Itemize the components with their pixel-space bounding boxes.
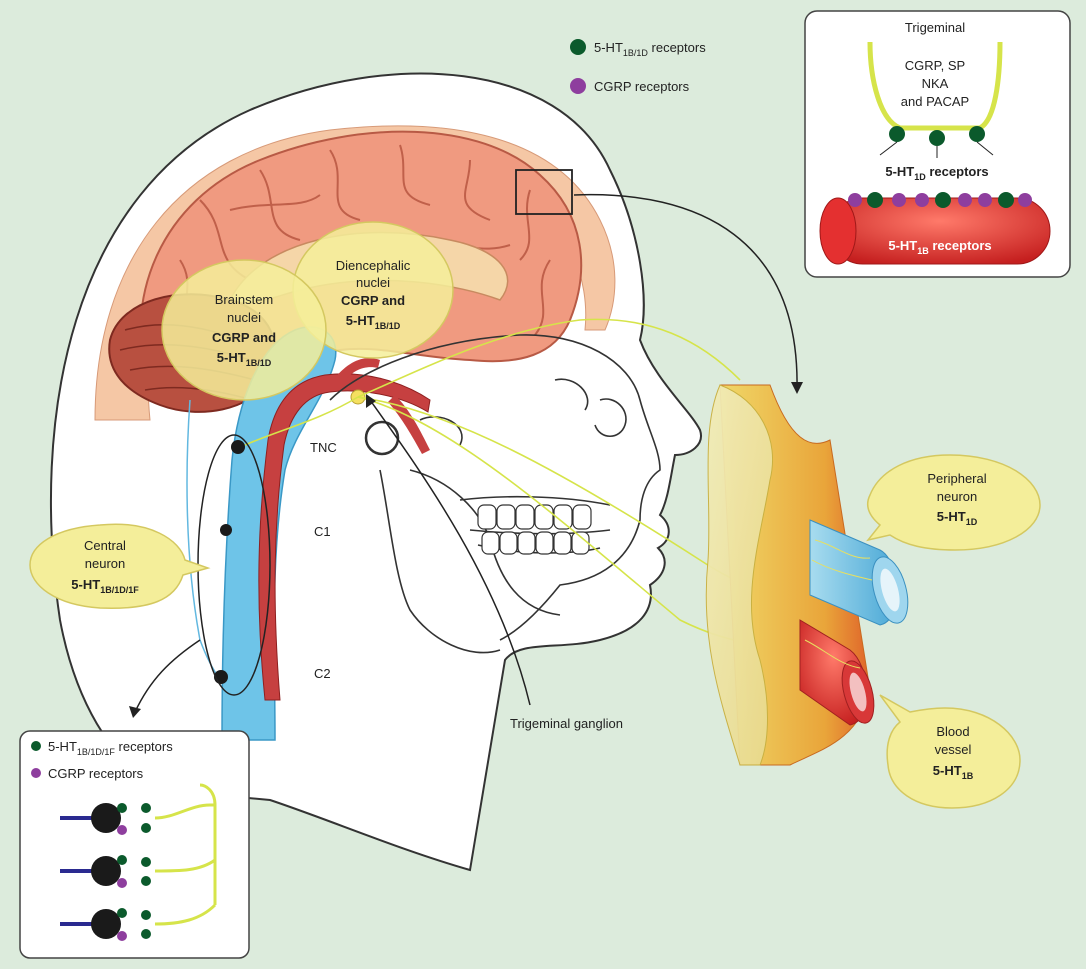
inset-synapse: 5-HT1B/1D/1F receptors CGRP receptors xyxy=(20,731,249,958)
label-trigeminal-ganglion: Trigeminal ganglion xyxy=(510,716,623,731)
inset-peptides-1: CGRP, SP xyxy=(905,58,965,73)
bubble-blood-vessel: Blood vessel 5-HT1B xyxy=(880,695,1020,808)
diencephalic-line3: CGRP and xyxy=(341,293,405,308)
blood-line2: vessel xyxy=(935,742,972,757)
serotonin-receptor-legend-dot xyxy=(570,39,586,55)
label-c1: C1 xyxy=(314,524,331,539)
peripheral-line2: neuron xyxy=(937,489,977,504)
legend-top-cgrp: CGRP receptors xyxy=(594,79,690,94)
inset-title: Trigeminal xyxy=(905,20,965,35)
blood-line1: Blood xyxy=(936,724,969,739)
brainstem-line1: Brainstem xyxy=(215,292,274,307)
legend-bottom-cgrp: CGRP receptors xyxy=(48,766,144,781)
tissue-block xyxy=(706,385,914,765)
brainstem-line3: CGRP and xyxy=(212,330,276,345)
diencephalic-line1: Diencephalic xyxy=(336,258,411,273)
inset-peptides-2: NKA xyxy=(922,76,949,91)
legend-top: 5-HT1B/1D receptors CGRP receptors xyxy=(570,39,706,94)
legend-top-serotonin: 5-HT1B/1D receptors xyxy=(594,40,706,58)
label-tnc: TNC xyxy=(310,440,337,455)
peripheral-line1: Peripheral xyxy=(927,471,986,486)
brainstem-line2: nuclei xyxy=(227,310,261,325)
inset-blood-vessel: 5-HT1B receptors xyxy=(820,192,1050,264)
zoom-arrowhead xyxy=(791,382,803,394)
bottom-legend-serotonin-dot xyxy=(31,741,41,751)
cgrp-receptor-legend-dot xyxy=(570,78,586,94)
central-line1: Central xyxy=(84,538,126,553)
bubble-peripheral-neuron: Peripheral neuron 5-HT1D xyxy=(868,455,1040,550)
diencephalic-line2: nuclei xyxy=(356,275,390,290)
label-c2: C2 xyxy=(314,666,331,681)
bottom-legend-cgrp-dot xyxy=(31,768,41,778)
central-line2: neuron xyxy=(85,556,125,571)
inset-peptides-3: and PACAP xyxy=(901,94,969,109)
inset-trigeminal: Trigeminal CGRP, SP NKA and PACAP 5-HT1D… xyxy=(805,11,1070,277)
bubble-brainstem: Brainstem nuclei CGRP and 5-HT1B/1D xyxy=(162,260,326,400)
